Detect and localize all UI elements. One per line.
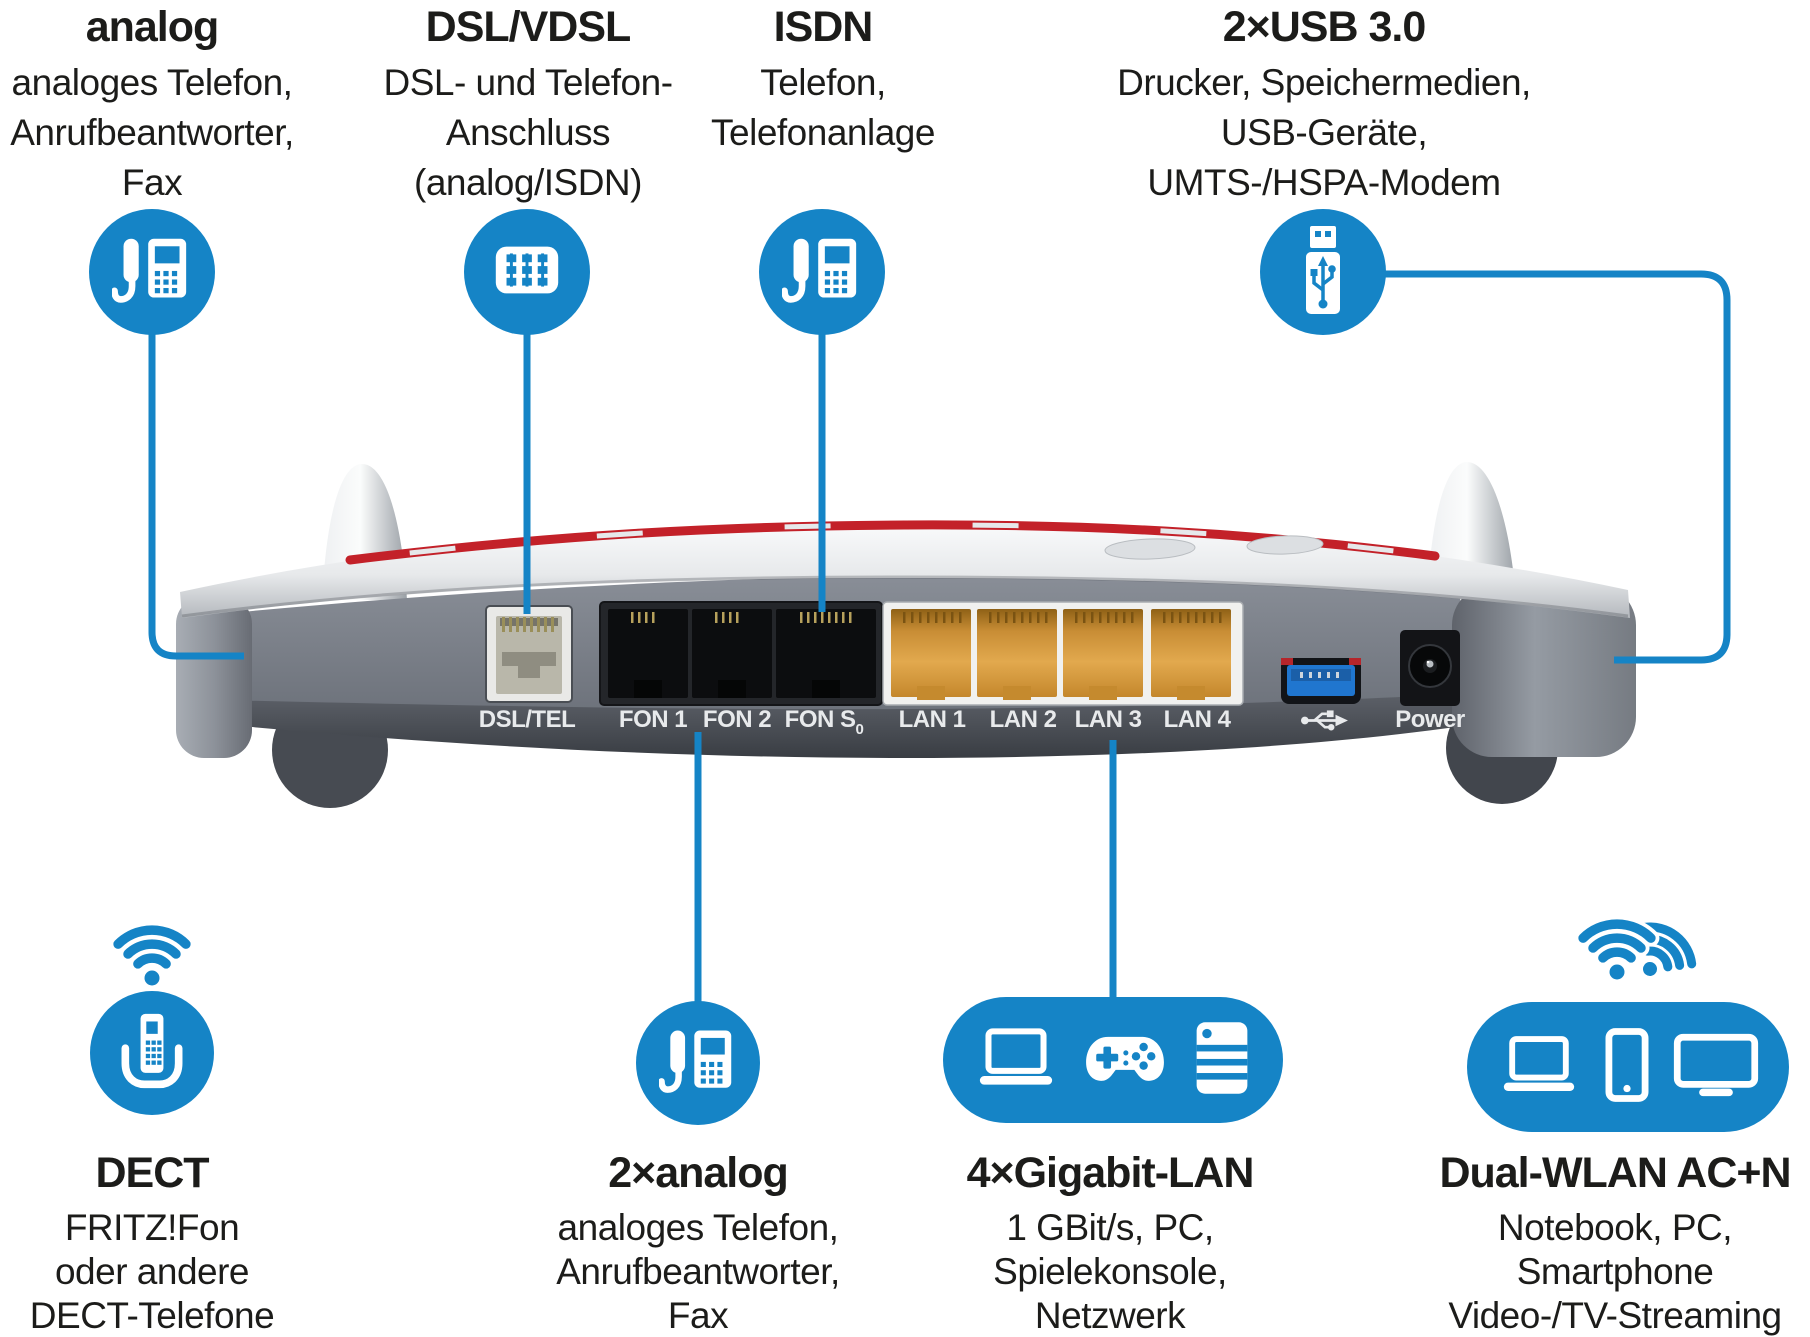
annotation-wlan-line2: Smartphone [1516,1251,1714,1292]
annotation-lan: 4×Gigabit-LAN 1 GBit/s, PC, Spielekonsol… [890,1150,1330,1337]
power-port [1400,630,1460,706]
server-icon [1191,1018,1253,1103]
annotation-analog-title: analog [85,3,220,51]
annotation-lan-title: 4×Gigabit-LAN [966,1149,1255,1197]
lan-ports [882,601,1244,706]
laptop-icon [973,1026,1059,1095]
annotation-wlan-line3: Video-/TV-Streaming [1448,1295,1782,1336]
port-label-fon-s0-text: FON S [784,706,856,733]
lan-devices-pill [943,997,1283,1123]
annotation-dsl-line1: DSL- und Telefon- [383,62,673,103]
desk-phone-icon [111,233,192,312]
laptop-icon [1497,1034,1581,1101]
fon-ports [599,601,883,706]
port-label-fon-s0-sub: 0 [855,721,864,738]
annotation-isdn-title: ISDN [773,3,874,51]
annotation-analog2-line3: Fax [667,1295,729,1336]
usb-trident-icon [1301,710,1348,731]
annotation-dsl-title: DSL/VDSL [425,3,632,51]
desk-phone-icon [781,233,862,312]
port-label-fon2: FON 2 [702,706,772,733]
router-top-buttons [1104,535,1324,560]
annotation-lan-line2: Spielekonsole, [993,1251,1227,1292]
dsl-circle-badge [464,209,590,335]
annotation-dsl-line2: Anschluss [445,112,611,153]
port-label-fon1: FON 1 [618,706,688,733]
annotation-dect-title: DECT [95,1149,209,1197]
annotation-usb-line1: Drucker, Speichermedien, [1117,62,1531,103]
port-label-lan4: LAN 4 [1163,706,1231,733]
annotation-dect-line3: DECT-Telefone [29,1295,275,1336]
annotation-analog: analog analoges Telefon, Anrufbeantworte… [0,4,372,208]
annotation-usb-title: 2×USB 3.0 [1222,3,1427,51]
annotation-dect-line1: FRITZ!Fon [64,1207,240,1248]
annotation-analog2: 2×analog analoges Telefon, Anrufbeantwor… [478,1150,918,1337]
connection-line-usb [1384,270,1731,664]
annotation-analog2-line1: analoges Telefon, [557,1207,839,1248]
annotation-dect: DECT FRITZ!Fon oder andere DECT-Telefone [0,1150,372,1337]
annotation-isdn-line2: Telefonanlage [711,112,935,153]
port-label-lan2: LAN 2 [989,706,1057,733]
annotation-analog-line3: Fax [121,162,183,203]
annotation-usb-line2: USB-Geräte, [1220,112,1428,153]
port-label-power: Power [1395,706,1465,733]
annotation-dsl: DSL/VDSL DSL- und Telefon- Anschluss (an… [308,4,748,208]
dsl-tel-port [485,605,573,703]
router-end-cap-right [1452,585,1636,757]
usb-port [1281,658,1361,704]
desk-phone-icon [658,1025,737,1102]
wifi-waves-icon [113,925,191,986]
usb-stick-icon [1295,222,1351,323]
annotation-usb-line3: UMTS-/HSPA-Modem [1147,162,1501,203]
annotation-analog-line1: analoges Telefon, [11,62,293,103]
annotation-lan-line3: Netzwerk [1034,1295,1186,1336]
annotation-wlan: Dual-WLAN AC+N Notebook, PC, Smartphone … [1395,1150,1810,1337]
connection-line-analog [148,332,244,660]
smartphone-icon [1602,1027,1652,1108]
annotation-wlan-line1: Notebook, PC, [1497,1207,1733,1248]
usb-circle-badge [1260,209,1386,335]
annotation-isdn: ISDN Telefon, Telefonanlage [603,4,1043,158]
router-end-cap-left [176,596,252,758]
port-label-dsl-tel: DSL/TEL [478,706,576,733]
annotation-analog2-line2: Anrufbeantworter, [556,1251,840,1292]
annotation-dect-line2: oder andere [54,1251,250,1292]
wlan-devices-pill [1467,1002,1789,1132]
tv-icon [1673,1033,1759,1102]
router-red-stripe [345,520,1440,565]
port-label-fon-s0: FON S0 [764,706,884,738]
annotation-dsl-line3: (analog/ISDN) [414,162,642,203]
dect-handset-icon [112,1010,192,1097]
analog2-circle-badge [636,1001,760,1125]
tae-socket-icon [488,231,566,314]
annotation-lan-line1: 1 GBit/s, PC, [1006,1207,1214,1248]
analog-circle-badge [89,209,215,335]
annotation-usb: 2×USB 3.0 Drucker, Speichermedien, USB-G… [1094,4,1554,208]
dect-circle-badge [90,991,214,1115]
isdn-circle-badge [759,209,885,335]
annotation-wlan-title: Dual-WLAN AC+N [1439,1149,1791,1197]
port-label-lan3: LAN 3 [1074,706,1142,733]
annotation-analog-line2: Anrufbeantworter, [10,112,294,153]
gamepad-icon [1081,1030,1169,1091]
annotation-isdn-line1: Telefon, [760,62,886,103]
dual-wifi-waves-icon [1574,915,1697,980]
port-label-lan1: LAN 1 [898,706,966,733]
annotation-analog2-title: 2×analog [608,1149,789,1197]
